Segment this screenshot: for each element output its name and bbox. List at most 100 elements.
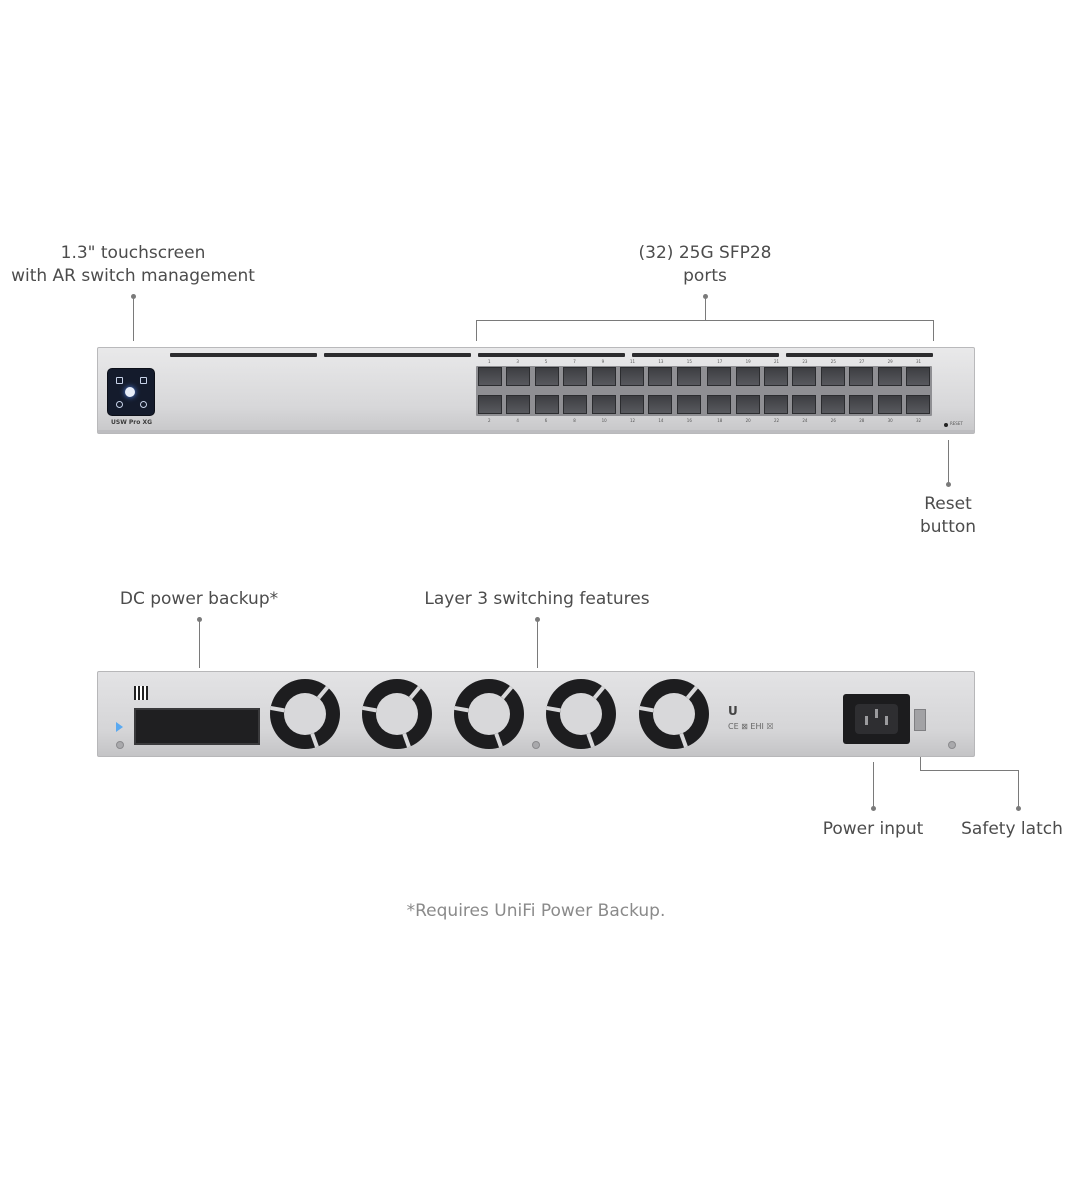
port-number-label: 12 [630, 418, 636, 423]
front-vent [324, 353, 471, 357]
sfp28-port[interactable] [591, 367, 616, 386]
port-number-label: 28 [859, 418, 865, 423]
model-label: USW Pro XG [111, 419, 153, 426]
dc-indicator-arrow-icon [116, 722, 123, 732]
sfp28-port[interactable] [648, 367, 673, 386]
reset-button-callout: Reset button [919, 494, 977, 537]
port-number-label: 14 [658, 418, 664, 423]
ac-power-input[interactable] [843, 694, 910, 744]
ports-bracket [476, 320, 934, 321]
reset-button[interactable] [944, 423, 948, 427]
touchscreen[interactable] [108, 369, 154, 415]
port-number-label: 26 [830, 418, 836, 423]
sfp28-port[interactable] [735, 367, 760, 386]
sfp28-port[interactable] [877, 367, 902, 386]
front-vent [478, 353, 625, 357]
fan-vent [454, 679, 524, 749]
sfp28-port[interactable] [478, 367, 502, 386]
safety-latch-callout: Safety latch [961, 819, 1063, 839]
port-number-label: 32 [916, 418, 922, 423]
port-number-label: 20 [745, 418, 751, 423]
socket-pin [885, 716, 888, 725]
screw-icon [116, 741, 124, 749]
sfp28-port[interactable] [820, 367, 845, 386]
socket-pin [865, 716, 868, 725]
power-input-callout: Power input [822, 819, 924, 839]
sfp28-port[interactable] [792, 395, 817, 414]
sfp28-port[interactable] [764, 367, 788, 386]
port-number-label: 2 [488, 418, 491, 423]
port-number-label: 22 [774, 418, 780, 423]
fan-vent [639, 679, 709, 749]
port-number-label: 21 [774, 359, 780, 364]
fan-vent [546, 679, 616, 749]
sfp28-port[interactable] [620, 395, 644, 414]
reset-leader-dot [946, 482, 951, 487]
latch-leader-dot [1016, 806, 1021, 811]
sfp28-port[interactable] [906, 367, 930, 386]
sfp28-port[interactable] [849, 395, 874, 414]
sfp28-port[interactable] [506, 395, 531, 414]
front-vent [170, 353, 317, 357]
sfp28-port[interactable] [676, 395, 701, 414]
sfp28-port[interactable] [620, 367, 644, 386]
port-number-label: 11 [630, 359, 636, 364]
power-input-leader [873, 762, 874, 808]
sfp28-port[interactable] [591, 395, 616, 414]
port-number-label: 27 [859, 359, 865, 364]
sfp28-port[interactable] [676, 367, 701, 386]
dc-power-backup-port[interactable] [134, 708, 260, 745]
sfp28-port[interactable] [735, 395, 760, 414]
port-number-label: 30 [887, 418, 893, 423]
safety-latch[interactable] [914, 709, 926, 731]
port-number-label: 15 [686, 359, 692, 364]
port-number-label: 29 [887, 359, 893, 364]
sfp28-port[interactable] [707, 367, 732, 386]
sfp28-port[interactable] [648, 395, 673, 414]
sfp28-port[interactable] [877, 395, 902, 414]
port-number-label: 7 [573, 359, 576, 364]
port-number-label: 10 [601, 418, 607, 423]
touchscreen-leader [133, 296, 134, 341]
serial-sticker [152, 686, 182, 702]
sfp28-port[interactable] [764, 395, 788, 414]
port-number-label: 1 [488, 359, 491, 364]
certification-marks: CE ⊠ EHI ☒ [728, 722, 774, 731]
front-vent [786, 353, 933, 357]
sfp28-port[interactable] [563, 367, 588, 386]
front-vent [632, 353, 779, 357]
sfp28-port[interactable] [478, 395, 502, 414]
screen-icon [140, 401, 147, 408]
ports-leader [705, 296, 706, 320]
sfp28-port[interactable] [506, 367, 531, 386]
port-number-label: 24 [802, 418, 808, 423]
touchscreen-callout: 1.3" touchscreen with AR switch manageme… [11, 243, 255, 286]
screen-icon [116, 401, 123, 408]
port-number-label: 16 [686, 418, 692, 423]
power-input-leader-dot [871, 806, 876, 811]
port-number-label: 31 [916, 359, 922, 364]
sfp28-port[interactable] [534, 395, 559, 414]
sfp28-port[interactable] [820, 395, 845, 414]
sfp-ports-callout: (32) 25G SFP28 ports [638, 243, 772, 286]
iec-socket [855, 704, 898, 734]
sfp28-port[interactable] [534, 367, 559, 386]
layer3-callout: Layer 3 switching features [424, 589, 650, 609]
screen-icon [116, 377, 123, 384]
sfp28-port[interactable] [563, 395, 588, 414]
dc-power-backup-callout: DC power backup* [119, 589, 279, 609]
port-number-label: 17 [717, 359, 723, 364]
sfp28-port[interactable] [849, 367, 874, 386]
port-number-label: 4 [516, 418, 519, 423]
sfp28-port[interactable] [792, 367, 817, 386]
sfp28-port-block [476, 366, 932, 416]
port-number-label: 19 [745, 359, 751, 364]
sfp28-port[interactable] [707, 395, 732, 414]
port-number-label: 8 [573, 418, 576, 423]
reset-text: RESET [950, 421, 963, 426]
fan-vent [362, 679, 432, 749]
sfp28-port[interactable] [906, 395, 930, 414]
port-number-label: 13 [658, 359, 664, 364]
reset-leader [948, 440, 949, 484]
socket-pin [875, 709, 878, 718]
